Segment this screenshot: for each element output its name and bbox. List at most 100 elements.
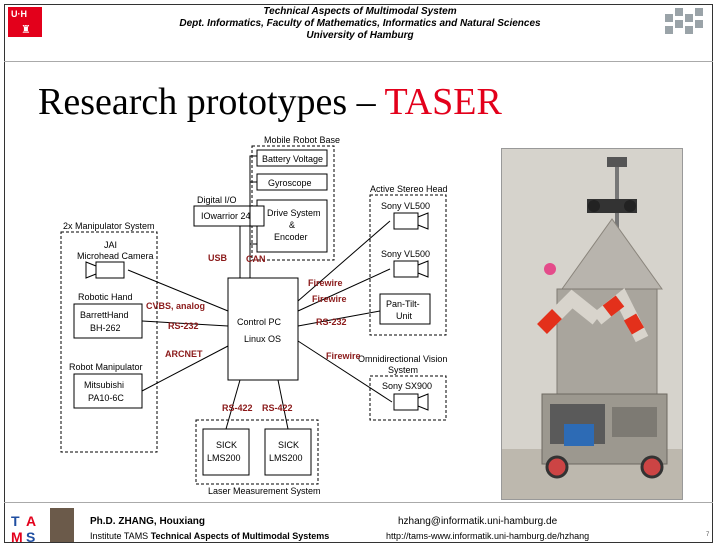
- mitsubishi-text-1: Mitsubishi: [84, 380, 124, 390]
- battery-text: Battery Voltage: [262, 154, 323, 164]
- pan-tilt-box: [379, 293, 431, 325]
- author-avatar: [50, 508, 74, 542]
- group-stereo-label: Active Stereo Head: [370, 184, 448, 194]
- sick-1-box: [202, 428, 250, 476]
- label-rs232-pantilt: RS-232: [316, 317, 347, 327]
- svg-text:A: A: [26, 513, 36, 529]
- header-line-1: Technical Aspects of Multimodal System: [263, 6, 457, 17]
- drive-box: [256, 199, 328, 253]
- title-accent: TASER: [384, 81, 502, 123]
- system-diagram: .bx{fill:#fff;stroke:#000;stroke-width:1…: [60, 136, 448, 496]
- svg-text:M: M: [11, 529, 23, 544]
- tams-logo: T A M S: [11, 513, 36, 544]
- slide-header: U·H♜ Technical Aspects of Multimodal Sys…: [0, 0, 717, 58]
- link-firewire-3: [297, 340, 393, 403]
- sony-2-box: [393, 260, 419, 278]
- author-url: http://tams-www.informatik.uni-hamburg.d…: [386, 531, 590, 541]
- hand-text-2: BH-262: [90, 323, 121, 333]
- link-rs232-hand: [141, 320, 229, 327]
- institute-line: Institute TAMS Technical Aspects of Mult…: [90, 531, 329, 541]
- sony-2-lens: [417, 260, 429, 278]
- group-omni-label-2: System: [388, 365, 418, 375]
- sony-1-text: Sony VL500: [381, 201, 430, 211]
- group-manipulator: [60, 231, 158, 453]
- author-email: hzhang@informatik.uni-hamburg.de: [398, 516, 558, 527]
- drive-text-3: Encoder: [274, 232, 308, 242]
- tams-dots-logo: [665, 8, 705, 38]
- pan-tilt-text-2: Unit: [396, 311, 413, 321]
- sick-2-text-2: LMS200: [269, 453, 303, 463]
- header-line-3: University of Hamburg: [306, 30, 414, 41]
- robot-photo: [501, 148, 683, 500]
- jai-camera-lens: [85, 261, 97, 279]
- sony-3-lens: [417, 393, 429, 411]
- control-pc-box: [227, 277, 299, 381]
- label-firewire-3: Firewire: [326, 351, 361, 361]
- title-main: Research prototypes –: [38, 81, 385, 123]
- sick-1-text-1: SICK: [216, 440, 237, 450]
- slide-footer: T A M S Ph.D. ZHANG, Houxiang Institute …: [0, 502, 717, 547]
- mitsubishi-text-2: PA10-6C: [88, 393, 124, 403]
- iowarrior-text: IOwarrior 24: [201, 211, 251, 221]
- label-rs232-hand: RS-232: [168, 321, 199, 331]
- control-pc-text-1: Control PC: [237, 317, 282, 327]
- sony-3-text: Sony SX900: [382, 381, 432, 391]
- header-divider: [4, 61, 713, 62]
- group-manipulator-label: 2x Manipulator System: [63, 221, 155, 231]
- group-omni: [369, 375, 447, 421]
- iowarrior-box: [193, 205, 265, 227]
- svg-text:S: S: [26, 529, 35, 544]
- sick-2-box: [264, 428, 312, 476]
- slide-frame: [4, 4, 713, 543]
- label-arcnet: ARCNET: [165, 349, 203, 359]
- footer-divider: [4, 502, 713, 503]
- label-cvbs: CVBS, analog: [146, 301, 205, 311]
- link-cvbs: [127, 269, 229, 312]
- header-line-2: Dept. Informatics, Faculty of Mathematic…: [179, 18, 541, 29]
- link-can: [249, 155, 257, 278]
- label-rs422-1: RS-422: [222, 403, 253, 413]
- jai-text-1: JAI: [104, 240, 117, 250]
- institute-name: Technical Aspects of Multimodal Systems: [150, 531, 330, 541]
- label-usb: USB: [208, 253, 228, 263]
- hand-label: Robotic Hand: [78, 292, 133, 302]
- link-rs422-1: [225, 379, 241, 430]
- label-firewire-2: Firewire: [312, 294, 347, 304]
- jai-text-2: Microhead Camera: [77, 251, 154, 261]
- pan-tilt-text-1: Pan-Tilt-: [386, 299, 420, 309]
- slide-title: Research prototypes – TASER: [38, 80, 502, 124]
- drive-text-2: &: [289, 220, 295, 230]
- jai-camera-box: [95, 261, 125, 279]
- link-rs232-pantilt: [297, 310, 381, 327]
- drive-text-1: Drive System: [267, 208, 321, 218]
- sick-1-text-2: LMS200: [207, 453, 241, 463]
- link-arcnet: [141, 345, 229, 392]
- group-laser-label: Laser Measurement System: [208, 486, 321, 496]
- gyro-text: Gyroscope: [268, 178, 312, 188]
- sony-1-lens: [417, 212, 429, 230]
- label-can: CAN: [246, 254, 266, 264]
- group-laser: [195, 419, 319, 485]
- sick-2-text-1: SICK: [278, 440, 299, 450]
- sony-1-box: [393, 212, 419, 230]
- hand-box: [73, 303, 143, 339]
- group-omni-label: Omnidirectional Vision: [358, 354, 447, 364]
- link-rs422-2: [277, 379, 289, 430]
- battery-box: [256, 149, 328, 167]
- label-firewire-1: Firewire: [308, 278, 343, 288]
- control-pc-text-2: Linux OS: [244, 334, 281, 344]
- svg-text:T: T: [11, 513, 20, 529]
- link-firewire-2: [297, 268, 391, 312]
- manip-label: Robot Manipulator: [69, 362, 143, 372]
- digital-io-label: Digital I/O: [197, 195, 237, 205]
- label-rs422-2: RS-422: [262, 403, 293, 413]
- mitsubishi-box: [73, 373, 143, 409]
- sony-2-text: Sony VL500: [381, 249, 430, 259]
- institute-prefix: Institute TAMS: [90, 531, 151, 541]
- page-number: 7: [706, 532, 710, 538]
- header-text: Technical Aspects of Multimodal System D…: [60, 6, 660, 42]
- link-firewire-1: [297, 220, 391, 302]
- university-logo: U·H♜: [8, 7, 42, 37]
- group-mobile-base: [251, 145, 335, 261]
- sony-3-box: [393, 393, 419, 411]
